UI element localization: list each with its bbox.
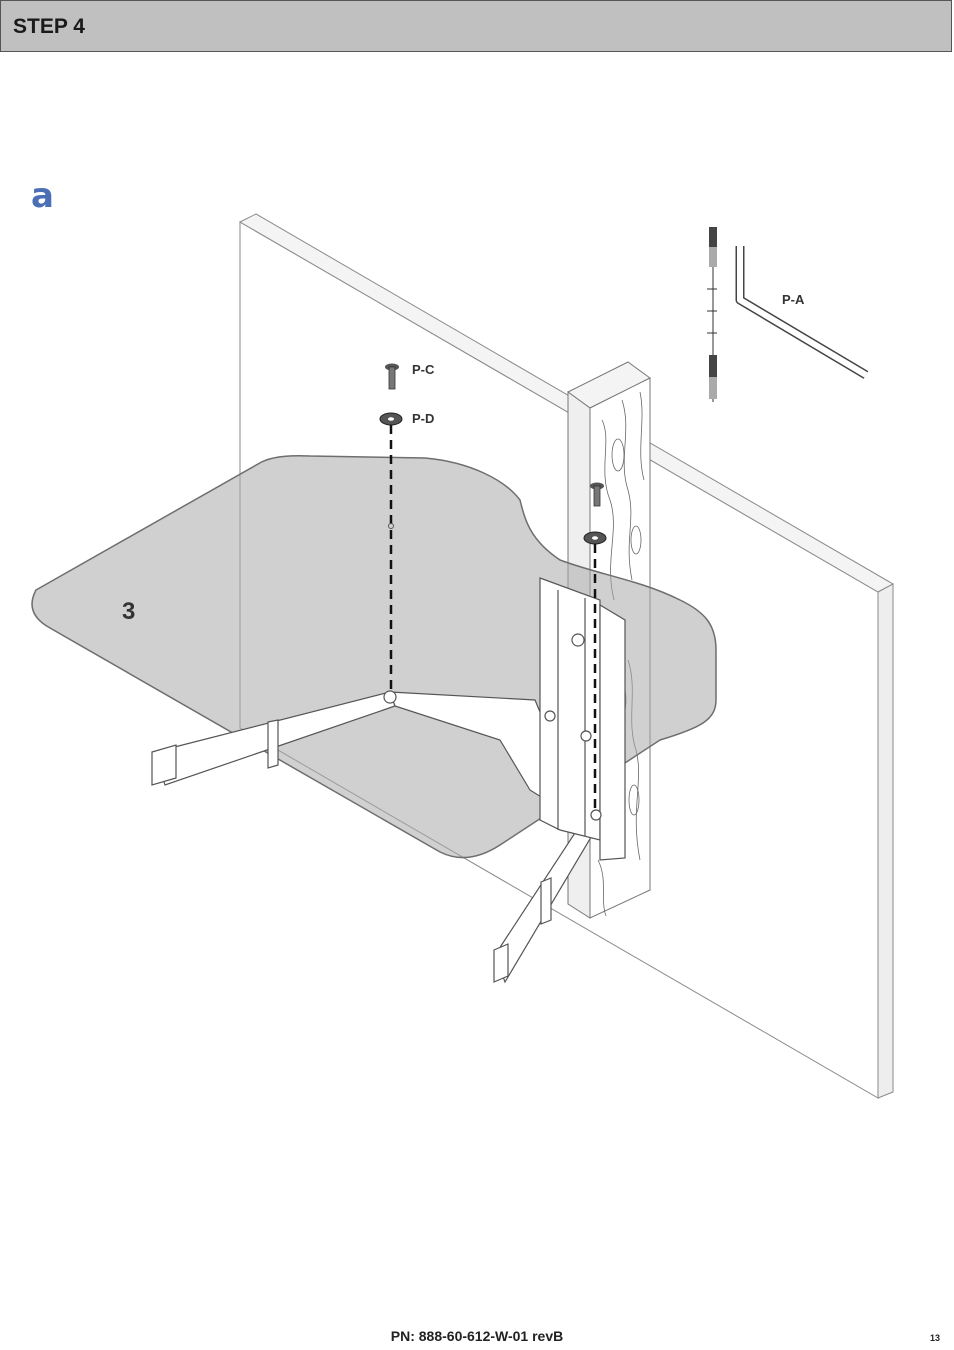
washer-icon <box>380 413 402 425</box>
page-number: 13 <box>930 1333 940 1343</box>
part-number-label: 3 <box>122 598 135 626</box>
allen-key-icon <box>740 246 866 375</box>
label-washer: P-D <box>412 411 434 426</box>
label-screw: P-C <box>412 362 434 377</box>
footer-part-number: PN: 888-60-612-W-01 revB <box>0 1328 954 1344</box>
label-allen-key: P-A <box>782 292 804 307</box>
scale-ruler <box>707 227 717 402</box>
washer-icon <box>584 532 606 544</box>
